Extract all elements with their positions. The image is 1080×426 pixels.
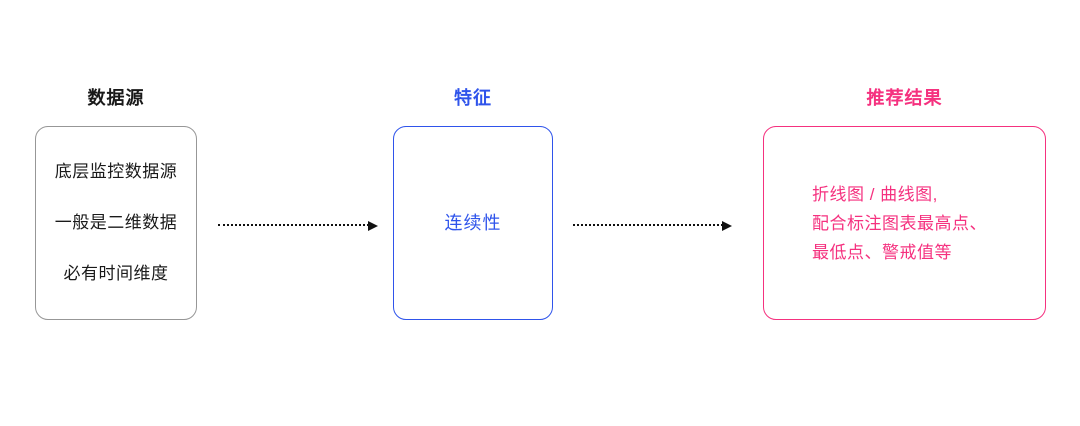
column-title-data-source: 数据源 [87,88,145,108]
data-source-box: 底层监控数据源 一般是二维数据 必有时间维度 [35,126,197,320]
arrow-source-to-feature [218,220,378,231]
data-source-line-2: 一般是二维数据 [54,213,178,232]
data-source-line-1: 底层监控数据源 [54,162,178,181]
feature-line-1: 连续性 [444,212,502,233]
arrowhead-icon [722,220,732,231]
dotted-line [573,224,723,226]
feature-box: 连续性 [393,126,553,320]
column-title-recommendation: 推荐结果 [866,88,943,108]
recommendation-line-1: 折线图 / 曲线图, [812,184,938,204]
column-title-feature: 特征 [454,88,492,108]
arrow-feature-to-recommendation [573,220,732,231]
data-source-line-3: 必有时间维度 [63,264,169,283]
recommendation-line-3: 最低点、警戒值等 [812,242,952,262]
arrowhead-icon [368,220,378,231]
recommendation-box: 折线图 / 曲线图, 配合标注图表最高点、 最低点、警戒值等 [763,126,1046,320]
recommendation-line-2: 配合标注图表最高点、 [812,213,987,233]
dotted-line [218,224,369,226]
